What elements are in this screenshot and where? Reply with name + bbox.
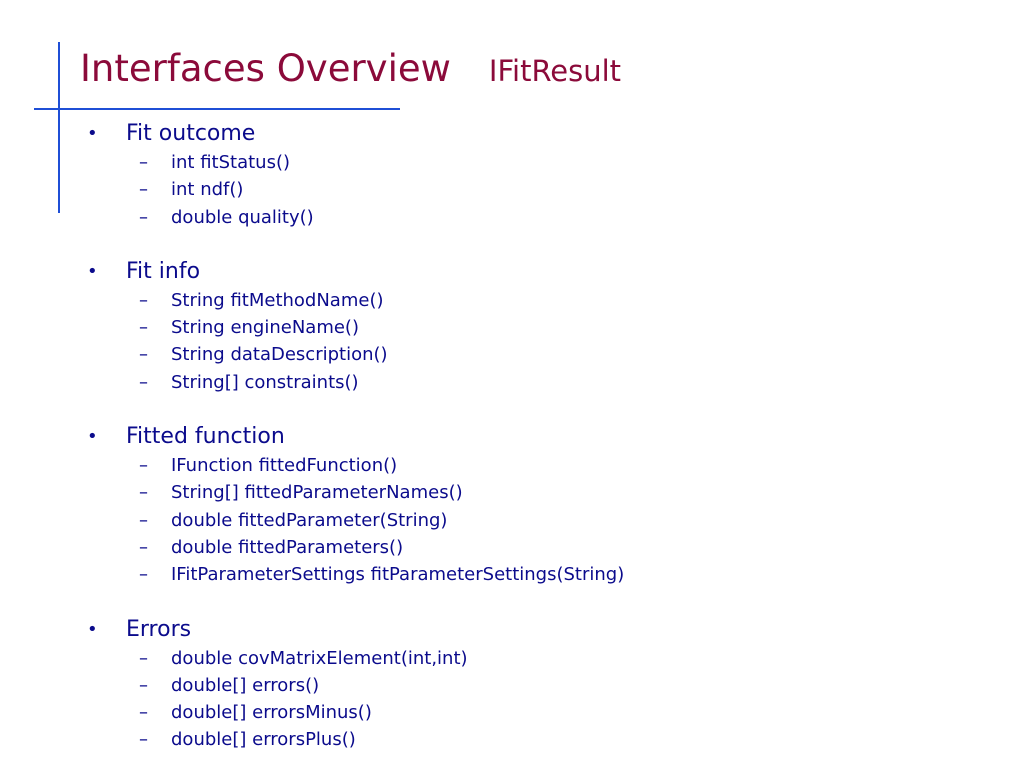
sub-item-label: double quality() [171,206,314,228]
sub-item-label: String[] constraints() [171,371,359,393]
bullet-item: • Fit outcome [0,120,1024,152]
sub-item-label: double fittedParameter(String) [171,509,448,531]
title-subtitle: IFitResult [488,54,622,88]
dash-icon: – [139,674,148,696]
vertical-rule [58,42,60,213]
sub-item: – double[] errors() [0,675,1024,702]
section-errors: • Errors – double covMatrixElement(int,i… [0,616,1024,757]
sub-item-label: IFitParameterSettings fitParameterSettin… [171,564,625,586]
sub-item: – IFunction fittedFunction() [0,455,1024,482]
section-fit-outcome: • Fit outcome – int fitStatus() – int nd… [0,120,1024,234]
dash-icon: – [139,317,148,339]
dash-icon: – [139,206,148,228]
dash-icon: – [139,289,148,311]
sub-item-label: String dataDescription() [171,344,388,366]
sub-item: – double fittedParameter(String) [0,510,1024,537]
bullet-item: • Errors [0,616,1024,648]
bullet-item: • Fitted function [0,423,1024,455]
dash-icon: – [139,152,148,173]
dash-icon: – [139,344,148,366]
dash-icon: – [139,509,148,531]
sub-item-label: double[] errorsPlus() [171,729,356,751]
bullet-icon: • [87,618,98,640]
dash-icon: – [139,371,148,393]
dash-icon: – [139,564,148,586]
dash-icon: – [139,536,148,558]
bullet-label: Fit outcome [126,121,256,146]
sub-item-label: double[] errorsMinus() [171,702,372,724]
dash-icon: – [139,702,148,724]
sub-item-label: int ndf() [171,179,244,201]
bullet-label: Fit info [126,258,201,284]
sub-item: – int ndf() [0,179,1024,206]
bullet-label: Fitted function [126,424,285,450]
dash-icon: – [139,729,148,751]
sub-item-label: double fittedParameters() [171,536,404,558]
sub-item: – String[] fittedParameterNames() [0,482,1024,509]
horizontal-rule [34,108,400,110]
dash-icon: – [139,482,148,504]
content-list: • Fit outcome – int fitStatus() – int nd… [0,120,1024,768]
sub-item-label: IFunction fittedFunction() [171,455,398,477]
sub-item: – String engineName() [0,317,1024,344]
sub-item: – String[] constraints() [0,372,1024,399]
sub-item: – String fitMethodName() [0,290,1024,317]
sub-item: – int fitStatus() [0,152,1024,179]
sub-item-label: double covMatrixElement(int,int) [171,647,468,669]
slide-title: Interfaces Overview IFitResult [80,50,621,87]
dash-icon: – [139,179,148,201]
sub-item: – double[] errorsPlus() [0,729,1024,756]
sub-item: – double quality() [0,207,1024,234]
sub-item-label: String engineName() [171,317,359,339]
sub-item-label: double[] errors() [171,674,320,696]
section-fit-info: • Fit info – String fitMethodName() – St… [0,258,1024,399]
bullet-icon: • [87,260,98,282]
sub-item: – double fittedParameters() [0,537,1024,564]
bullet-icon: • [87,123,98,144]
sub-item: – double covMatrixElement(int,int) [0,648,1024,675]
sub-item: – double[] errorsMinus() [0,702,1024,729]
sub-item-label: String[] fittedParameterNames() [171,482,463,504]
dash-icon: – [139,455,148,477]
sub-item: – String dataDescription() [0,344,1024,371]
bullet-label: Errors [126,616,192,642]
dash-icon: – [139,647,148,669]
title-main: Interfaces Overview [80,47,451,90]
bullet-item: • Fit info [0,258,1024,290]
sub-item-label: String fitMethodName() [171,289,384,311]
section-fitted-function: • Fitted function – IFunction fittedFunc… [0,423,1024,591]
bullet-icon: • [87,426,98,448]
sub-item-label: int fitStatus() [171,152,290,173]
sub-item: – IFitParameterSettings fitParameterSett… [0,564,1024,591]
